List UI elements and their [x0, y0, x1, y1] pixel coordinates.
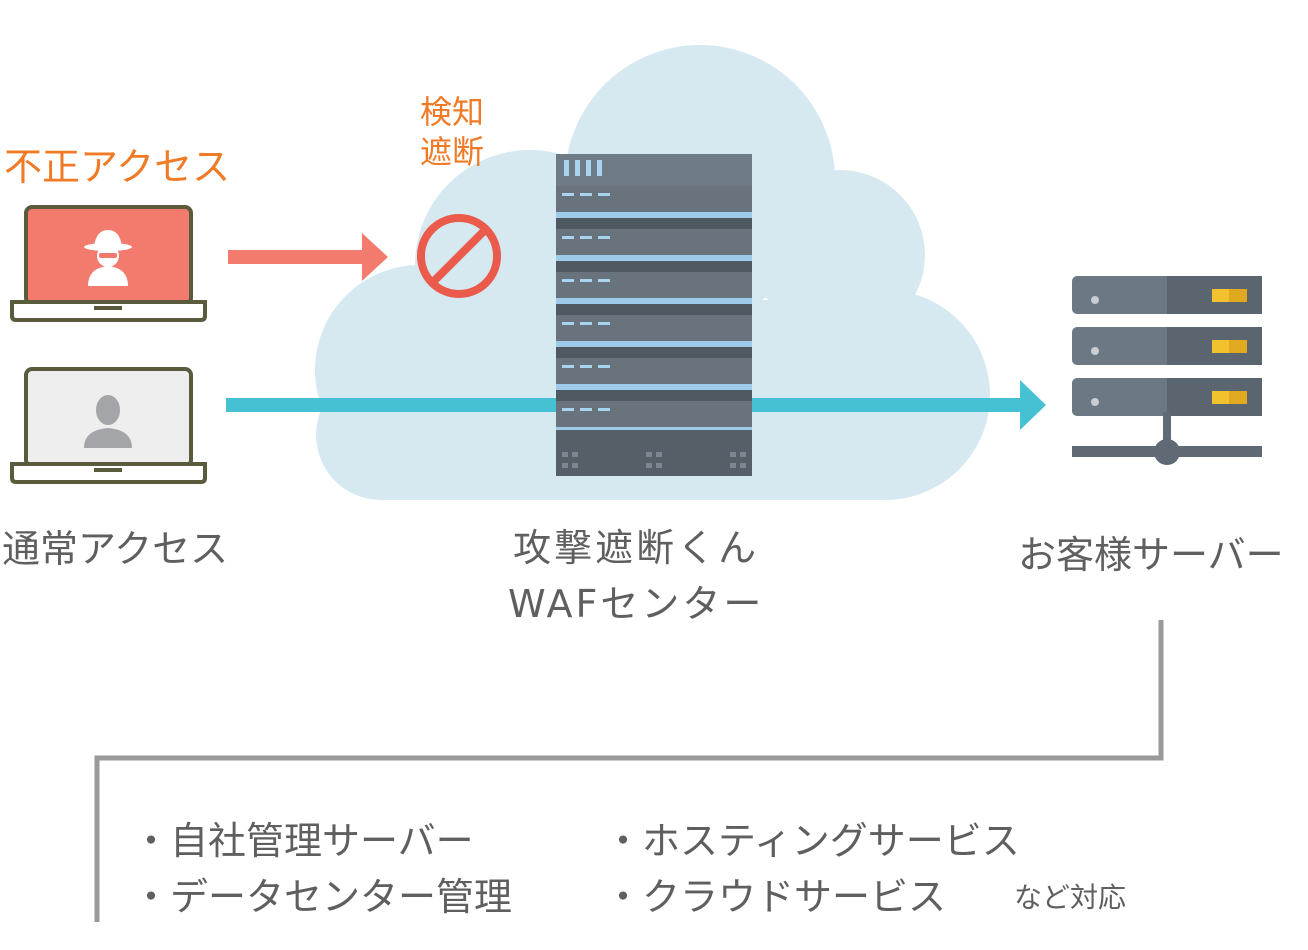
waf-label-line1: 攻撃遮断くん: [513, 526, 760, 570]
service-item-datacenter: ・データセンター管理: [132, 875, 513, 919]
connector-line: [94, 620, 1164, 922]
prohibited-icon: [417, 214, 501, 298]
service-item-self-managed: ・自社管理サーバー: [132, 819, 474, 863]
detect-block-label: 検知 遮断: [420, 92, 484, 172]
detect-label-line2: 遮断: [420, 133, 485, 171]
customer-server-label: お客様サーバー: [1018, 533, 1284, 577]
normal-access-label: 通常アクセス: [2, 527, 229, 571]
illegal-access-label: 不正アクセス: [4, 145, 231, 189]
waf-center-label: 攻撃遮断くん WAFセンター: [508, 520, 764, 632]
server-network-icon: [1072, 276, 1262, 465]
service-item-hosting: ・ホスティングサービス: [604, 819, 1020, 863]
attack-arrow: [228, 233, 388, 281]
hacker-laptop-icon: [10, 205, 207, 322]
server-rack-icon: [556, 154, 752, 476]
service-note: など対応: [1014, 881, 1127, 914]
user-laptop-icon: [10, 367, 207, 484]
service-item-cloud: ・クラウドサービス: [604, 875, 947, 919]
detect-label-line1: 検知: [420, 93, 485, 131]
waf-label-line2: WAFセンター: [508, 582, 765, 626]
